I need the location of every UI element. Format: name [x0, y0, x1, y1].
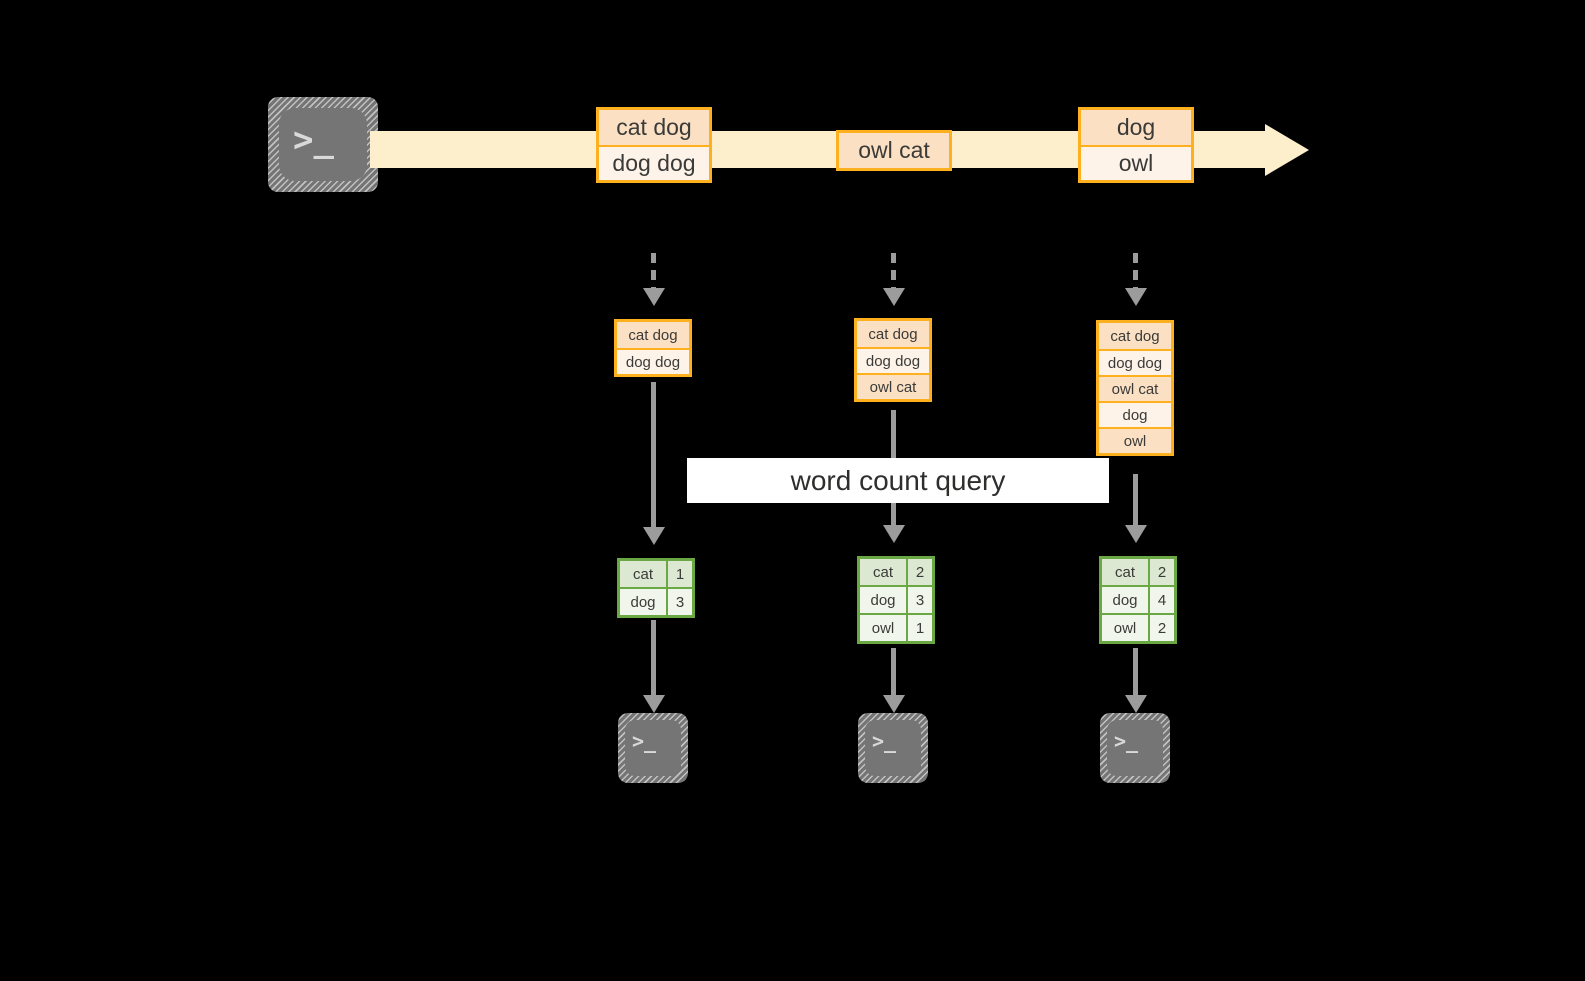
stream-event-batch-2: owl cat: [836, 130, 952, 171]
stream-event-batch-1: cat dog dog dog: [596, 107, 712, 183]
source-terminal-icon: >_: [268, 97, 378, 192]
terminal-screen: [625, 720, 681, 776]
terminal-prompt-glyph: >_: [293, 120, 334, 160]
trigger-line-3: [1133, 253, 1138, 291]
trigger-line-2: [891, 253, 896, 291]
result-count: 1: [906, 615, 932, 641]
query-line-1: [651, 382, 656, 532]
trigger-arrowhead-3-icon: [1125, 288, 1147, 306]
result-count: 4: [1148, 587, 1174, 613]
buffer-line: dog dog: [617, 348, 689, 374]
buffer-line: cat dog: [857, 321, 929, 347]
sink-line-1: [651, 620, 656, 700]
result-count: 3: [666, 589, 692, 615]
result-count: 2: [1148, 615, 1174, 641]
result-word: cat: [860, 559, 906, 585]
buffer-line: dog: [1099, 401, 1171, 427]
stream-event-line: dog: [1081, 110, 1191, 145]
result-word: dog: [1102, 587, 1148, 613]
table-row: owl 1: [860, 613, 932, 641]
result-table-1: cat 1 dog 3: [617, 558, 695, 618]
buffer-line: dog dog: [1099, 349, 1171, 375]
result-count: 3: [906, 587, 932, 613]
buffer-line: dog dog: [857, 347, 929, 373]
result-word: dog: [620, 589, 666, 615]
buffer-box-2: cat dog dog dog owl cat: [854, 318, 932, 402]
buffer-box-3: cat dog dog dog owl cat dog owl: [1096, 320, 1174, 456]
query-label: word count query: [687, 458, 1109, 503]
table-row: cat 2: [860, 559, 932, 585]
buffer-line: owl cat: [1099, 375, 1171, 401]
result-table-3: cat 2 dog 4 owl 2: [1099, 556, 1177, 644]
buffer-line: cat dog: [617, 322, 689, 348]
buffer-line: owl: [1099, 427, 1171, 453]
sink-terminal-icon-2: >_: [858, 713, 928, 783]
sink-arrowhead-3-icon: [1125, 695, 1147, 713]
trigger-arrowhead-2-icon: [883, 288, 905, 306]
terminal-screen: [865, 720, 921, 776]
result-word: owl: [1102, 615, 1148, 641]
query-arrowhead-1-icon: [643, 527, 665, 545]
terminal-screen: [279, 108, 367, 181]
result-word: dog: [860, 587, 906, 613]
result-word: cat: [1102, 559, 1148, 585]
table-row: cat 1: [620, 561, 692, 587]
query-arrowhead-2-icon: [883, 525, 905, 543]
stream-event-line: owl: [1081, 145, 1191, 180]
trigger-line-1: [651, 253, 656, 291]
terminal-prompt-glyph: >_: [872, 729, 897, 753]
result-count: 2: [1148, 559, 1174, 585]
terminal-screen: [1107, 720, 1163, 776]
terminal-prompt-glyph: >_: [632, 729, 657, 753]
stream-event-line: owl cat: [839, 133, 949, 168]
stream-event-batch-3: dog owl: [1078, 107, 1194, 183]
sink-arrowhead-1-icon: [643, 695, 665, 713]
sink-arrowhead-2-icon: [883, 695, 905, 713]
buffer-line: owl cat: [857, 373, 929, 399]
stream-event-line: cat dog: [599, 110, 709, 145]
result-count: 1: [666, 561, 692, 587]
result-count: 2: [906, 559, 932, 585]
sink-line-3: [1133, 648, 1138, 700]
sink-terminal-icon-3: >_: [1100, 713, 1170, 783]
result-table-2: cat 2 dog 3 owl 1: [857, 556, 935, 644]
table-row: owl 2: [1102, 613, 1174, 641]
stream-arrow-head-icon: [1265, 124, 1309, 176]
sink-line-2: [891, 648, 896, 700]
result-word: owl: [860, 615, 906, 641]
query-arrowhead-3-icon: [1125, 525, 1147, 543]
stream-event-line: dog dog: [599, 145, 709, 180]
table-row: dog 3: [620, 587, 692, 615]
query-label-text: word count query: [790, 464, 1006, 496]
table-row: cat 2: [1102, 559, 1174, 585]
result-word: cat: [620, 561, 666, 587]
buffer-line: cat dog: [1099, 323, 1171, 349]
table-row: dog 3: [860, 585, 932, 613]
buffer-box-1: cat dog dog dog: [614, 319, 692, 377]
terminal-prompt-glyph: >_: [1114, 729, 1139, 753]
sink-terminal-icon-1: >_: [618, 713, 688, 783]
query-line-3: [1133, 474, 1138, 530]
table-row: dog 4: [1102, 585, 1174, 613]
trigger-arrowhead-1-icon: [643, 288, 665, 306]
